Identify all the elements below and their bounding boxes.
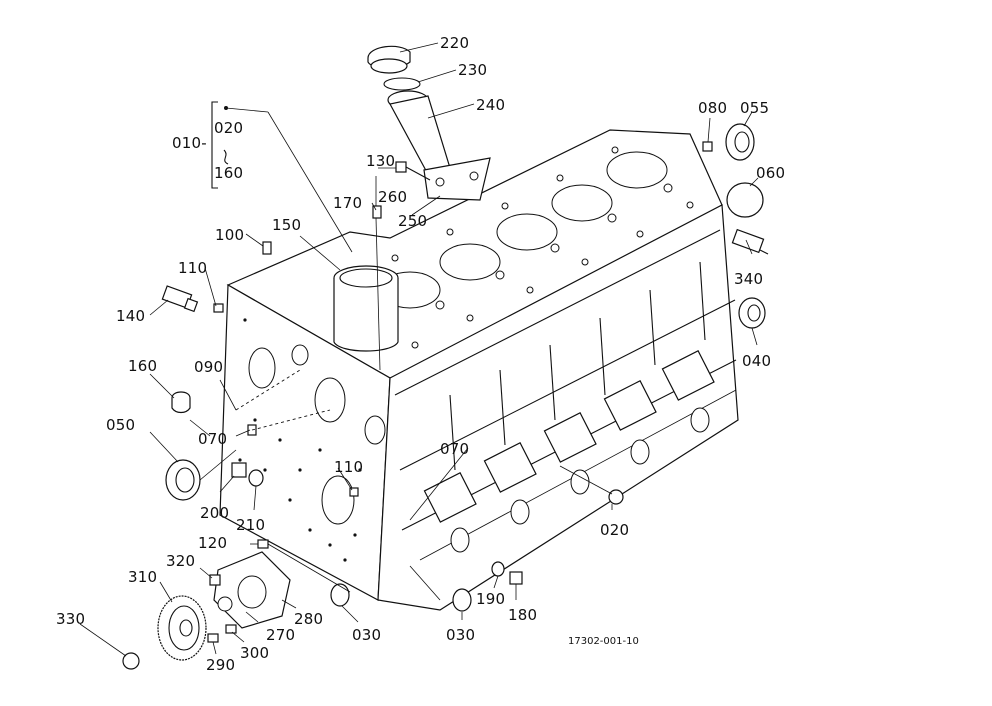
plug-030-b [452,588,472,612]
label-330: 330 [56,610,85,628]
plug-020 [608,489,624,505]
bolt-260 [395,161,431,181]
label-070-left: 070 [198,430,227,448]
label-240: 240 [476,96,505,114]
head-bolt-holes [375,146,694,349]
drawing-id: 17302-001-10 [568,636,639,647]
label-070-mid: 070 [440,440,469,458]
plug-030-a [330,583,350,607]
plug-200 [231,462,247,478]
bolt-180 [509,571,523,585]
label-120: 120 [198,534,227,552]
dowel-pin-100 [262,241,272,255]
label-020-top: 020 [214,119,243,137]
label-130: 130 [366,152,395,170]
label-210: 210 [236,516,265,534]
cylinder-liner [333,265,399,352]
label-110-mid: 110 [334,458,363,476]
label-190: 190 [476,590,505,608]
label-280: 280 [294,610,323,628]
plug-080 [702,141,713,152]
label-010: 010- [172,134,207,152]
seal-040 [738,297,766,329]
dowel-pin-110-lower [349,487,359,497]
fitting-140 [161,285,199,313]
label-055: 055 [740,99,769,117]
label-080: 080 [698,99,727,117]
oil-pump-assembly [213,551,291,629]
label-050: 050 [106,416,135,434]
label-040: 040 [742,352,771,370]
part-labels: 220 230 240 010- 020 160 080 055 060 130… [56,34,785,674]
dowel-pin-110 [213,303,224,313]
part-320 [209,574,221,586]
oil-pump-gear [157,595,207,661]
oil-pressure-switch [731,228,769,255]
label-230: 230 [458,61,487,79]
label-180: 180 [508,606,537,624]
label-060: 060 [756,164,785,182]
plug-170 [372,205,382,219]
oil-filler-pipe [387,90,491,201]
label-020: 020 [600,521,629,539]
label-270: 270 [266,626,295,644]
label-170: 170 [333,194,362,212]
crankcase-block [219,129,739,611]
front-plate-holes [238,318,386,562]
label-300: 300 [240,644,269,662]
label-030-left: 030 [352,626,381,644]
leader-lines [79,42,759,657]
label-090: 090 [194,358,223,376]
plug-160 [171,391,191,414]
oil-filler-cap [367,45,411,74]
o-ring [383,77,421,91]
label-290: 290 [206,656,235,674]
label-260: 260 [378,188,407,206]
seal-055 [725,123,755,161]
bolt-300 [225,624,237,634]
cylinder-bores [379,151,668,309]
label-150: 150 [272,216,301,234]
label-250: 250 [398,212,427,230]
washer-210 [248,469,264,487]
nut-330 [122,652,140,670]
label-160-top: 160 [214,164,243,182]
label-030-right: 030 [446,626,475,644]
seal-050 [165,459,201,501]
label-220: 220 [440,34,469,52]
dowel-pin-120 [257,539,269,549]
bolt-290 [207,633,219,643]
label-160: 160 [128,357,157,375]
plug-060 [726,182,764,218]
label-100: 100 [215,226,244,244]
label-140: 140 [116,307,145,325]
label-200: 200 [200,504,229,522]
label-310: 310 [128,568,157,586]
label-110-top: 110 [178,259,207,277]
label-320: 320 [166,552,195,570]
label-340: 340 [734,270,763,288]
washer-190 [491,561,505,577]
